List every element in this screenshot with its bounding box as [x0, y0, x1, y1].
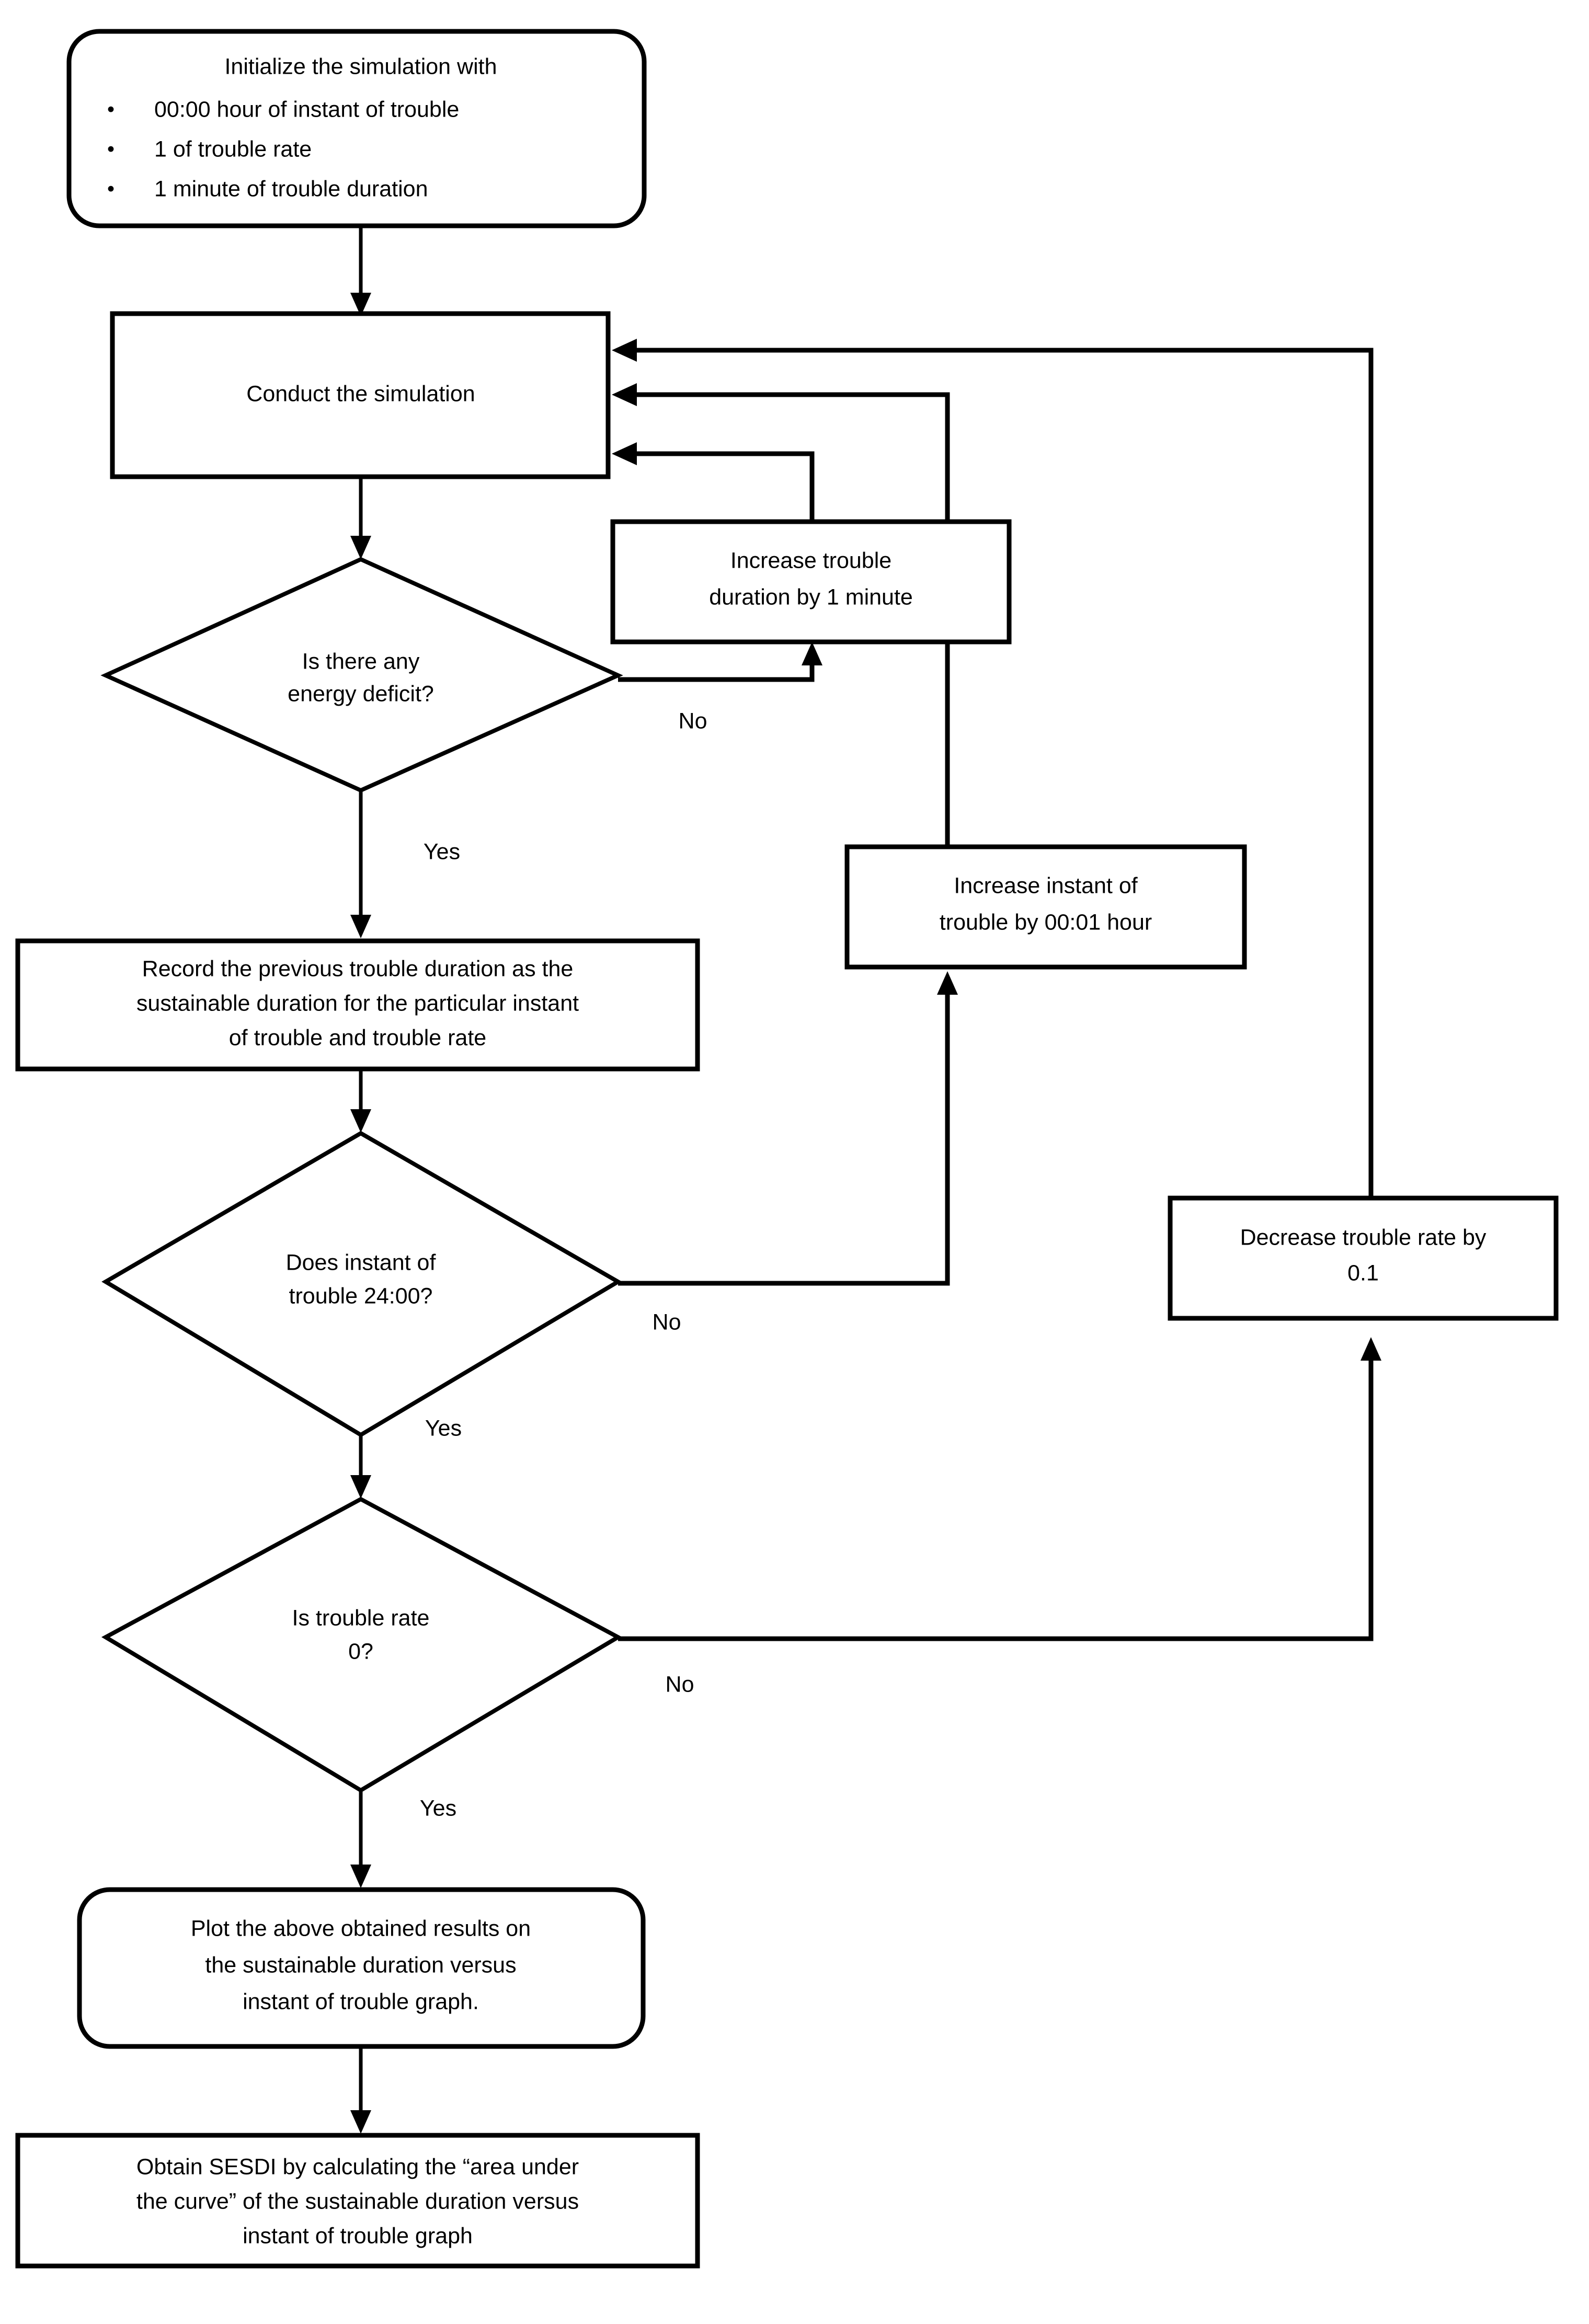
node-obtain-sesdi[interactable]: Obtain SESDI by calculating the “area un… [15, 2133, 700, 2269]
connector-instant24-no [618, 971, 958, 1286]
conduct-shape [110, 311, 611, 479]
connector-ratezero-yes [350, 1790, 371, 1888]
edge-label-rate-zero-yes: Yes [420, 1796, 456, 1821]
sesdi-line-0: Obtain SESDI by calculating the “area un… [136, 2154, 579, 2179]
connector-ratezero-no [618, 1337, 1381, 1641]
increase-instant-shape [844, 844, 1247, 970]
node-increase-trouble-duration[interactable]: Increase trouble duration by 1 minute [610, 519, 1012, 645]
plot-shape [77, 1887, 646, 2049]
decrease-rate-line-1: 0.1 [1347, 1260, 1379, 1285]
node-record-duration[interactable]: Record the previous trouble duration as … [15, 938, 700, 1072]
record-line-0: Record the previous trouble duration as … [142, 956, 574, 981]
increase-duration-shape [610, 519, 1012, 645]
connector-record-to-instant24 [350, 1069, 371, 1133]
edge-label-instant-24-no: No [653, 1309, 681, 1334]
initialize-bullet-3: • [107, 178, 115, 201]
instant-24-line-0: Does instant of [286, 1250, 437, 1275]
connector-initialize-to-conduct [350, 226, 371, 316]
node-decrease-trouble-rate[interactable]: Decrease trouble rate by 0.1 [1168, 1195, 1559, 1321]
connector-plot-to-sesdi [350, 2046, 371, 2134]
plot-line-2: instant of trouble graph. [243, 1989, 479, 2014]
initialize-shape [66, 29, 647, 228]
initialize-bullet-1: • [107, 98, 115, 121]
conduct-line-0: Conduct the simulation [246, 381, 475, 406]
connector-increase-duration-to-conduct [612, 442, 815, 522]
node-energy-deficit-decision[interactable]: Is there any energy deficit? [100, 557, 623, 793]
rate-zero-shape [101, 1497, 623, 1793]
connector-conduct-to-energy-deficit [350, 477, 371, 559]
initialize-line-1: 00:00 hour of instant of trouble [154, 97, 459, 122]
connector-decrease-rate-to-conduct [612, 339, 1374, 1214]
increase-duration-line-1: duration by 1 minute [709, 584, 913, 609]
energy-deficit-shape [100, 557, 623, 793]
edge-label-instant-24-yes: Yes [425, 1416, 462, 1441]
record-line-2: of trouble and trouble rate [229, 1025, 486, 1050]
node-initialize[interactable]: Initialize the simulation with • 00:00 h… [66, 29, 647, 228]
instant-24-line-1: trouble 24:00? [289, 1283, 433, 1308]
connector-instant24-yes [350, 1435, 371, 1499]
increase-instant-line-1: trouble by 00:01 hour [940, 910, 1152, 935]
connector-increase-instant-to-conduct [612, 383, 950, 849]
plot-line-1: the sustainable duration versus [205, 1952, 516, 1977]
record-shape [15, 938, 700, 1072]
node-instant-24-decision[interactable]: Does instant of trouble 24:00? [101, 1131, 622, 1437]
sesdi-line-2: instant of trouble graph [243, 2223, 473, 2248]
increase-instant-line-0: Increase instant of [954, 873, 1138, 898]
node-rate-zero-decision[interactable]: Is trouble rate 0? [101, 1497, 623, 1793]
node-increase-instant-of-trouble[interactable]: Increase instant of trouble by 00:01 hou… [844, 844, 1247, 970]
instant-24-shape [101, 1131, 622, 1437]
increase-duration-line-0: Increase trouble [730, 548, 891, 573]
rate-zero-line-0: Is trouble rate [292, 1605, 430, 1630]
energy-deficit-line-1: energy deficit? [288, 681, 434, 706]
edge-label-energy-deficit-yes: Yes [424, 839, 460, 864]
rate-zero-line-1: 0? [348, 1639, 373, 1664]
decrease-rate-shape [1168, 1195, 1559, 1321]
edge-label-rate-zero-no: No [666, 1672, 694, 1697]
initialize-line-3: 1 minute of trouble duration [154, 176, 428, 201]
energy-deficit-line-0: Is there any [302, 649, 420, 674]
sesdi-line-1: the curve” of the sustainable duration v… [136, 2189, 579, 2214]
node-plot-results[interactable]: Plot the above obtained results on the s… [77, 1887, 646, 2049]
initialize-bullet-2: • [107, 138, 115, 161]
plot-line-0: Plot the above obtained results on [191, 1916, 531, 1941]
record-line-1: sustainable duration for the particular … [136, 991, 579, 1016]
decrease-rate-line-0: Decrease trouble rate by [1240, 1225, 1487, 1250]
connector-energy-deficit-yes [350, 790, 371, 938]
initialize-line-2: 1 of trouble rate [154, 136, 312, 162]
node-conduct-simulation[interactable]: Conduct the simulation [110, 311, 611, 479]
connector-energy-deficit-no [618, 642, 822, 682]
initialize-line-0: Initialize the simulation with [224, 54, 497, 79]
obtain-sesdi-shape [15, 2133, 700, 2269]
edge-label-energy-deficit-no: No [679, 708, 707, 733]
